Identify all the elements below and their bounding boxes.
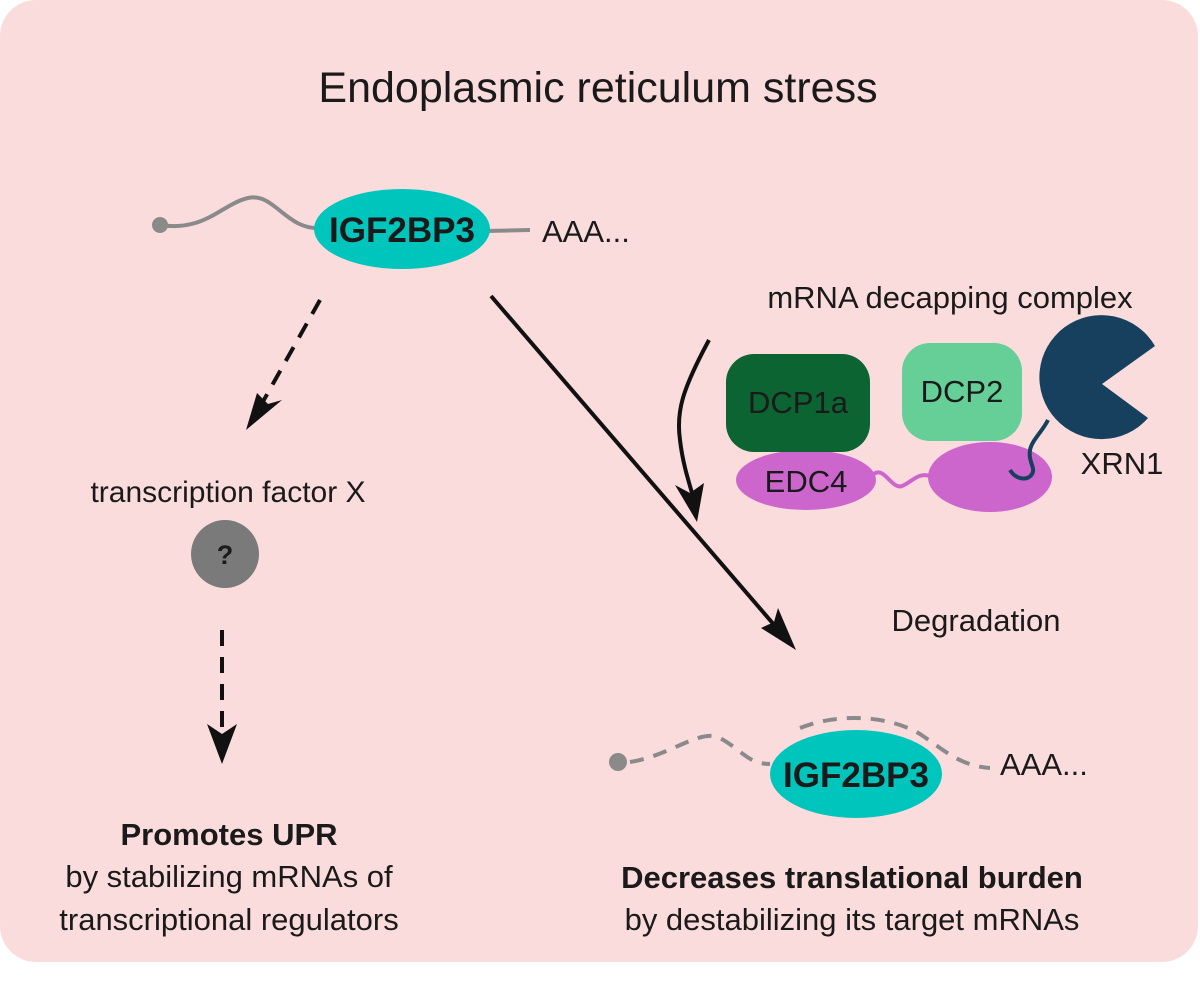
dcp2-label: DCP2 bbox=[921, 374, 1004, 409]
edc4-partner-domain bbox=[928, 442, 1052, 512]
polya-tail-label: AAA... bbox=[542, 214, 630, 249]
dcp1a-protein bbox=[726, 354, 870, 452]
igf2bp3-label: IGF2BP3 bbox=[329, 211, 475, 250]
solid-arrow-to-degradation bbox=[489, 294, 784, 636]
left-outcome-line2: transcriptional regulators bbox=[59, 902, 398, 937]
xrn1-label: XRN1 bbox=[1081, 446, 1164, 481]
edc4-label: EDC4 bbox=[765, 464, 848, 499]
left-outcome-title: Promotes UPR bbox=[120, 817, 337, 852]
bottom-mrna-dashed-strand bbox=[629, 733, 771, 766]
mrna-strand bbox=[159, 195, 321, 231]
degradation-label: Degradation bbox=[892, 603, 1061, 638]
xrn1-pacman bbox=[1039, 315, 1155, 440]
left-outcome-line1: by stabilizing mRNAs of bbox=[65, 859, 393, 894]
bottom-igf2bp3-label: IGF2BP3 bbox=[783, 756, 929, 795]
xrn1-linker bbox=[1008, 419, 1050, 481]
right-outcome-line1: by destabilizing its target mRNAs bbox=[625, 902, 1080, 937]
dashed-arrowhead-to-tf bbox=[246, 393, 282, 430]
dcp2-protein bbox=[902, 343, 1022, 441]
bottom-polya-tail-label: AAA... bbox=[1000, 747, 1088, 782]
right-outcome-title: Decreases translational burden bbox=[621, 860, 1083, 895]
decapping-complex-label: mRNA decapping complex bbox=[767, 280, 1133, 315]
edc4-linker bbox=[872, 470, 931, 489]
bottom-mrna: IGF2BP3 AAA... bbox=[609, 715, 1088, 818]
tf-circle bbox=[191, 520, 259, 588]
dashed-arrowhead-to-upr bbox=[207, 724, 237, 764]
mrna-tail bbox=[484, 228, 531, 233]
dcp1a-label: DCP1a bbox=[748, 385, 849, 420]
diagram-title: Endoplasmic reticulum stress bbox=[318, 64, 877, 112]
dashed-arrow-to-tf bbox=[254, 299, 322, 415]
top-mrna: IGF2BP3 AAA... bbox=[152, 189, 630, 269]
edc4-protein bbox=[736, 450, 876, 510]
curved-arrowhead-complex bbox=[675, 483, 704, 522]
decapping-complex: DCP1a DCP2 EDC4 XRN1 bbox=[726, 315, 1163, 512]
solid-arrowhead-to-degradation bbox=[761, 608, 796, 650]
curved-arrow-complex bbox=[676, 339, 711, 501]
tf-question-mark: ? bbox=[217, 540, 234, 570]
igf2bp3-protein bbox=[314, 189, 490, 269]
bottom-mrna-5prime-cap bbox=[609, 753, 627, 771]
bottom-mrna-dashed-over bbox=[799, 715, 991, 770]
bottom-igf2bp3-protein bbox=[770, 730, 942, 818]
tf-label: transcription factor X bbox=[90, 476, 365, 509]
